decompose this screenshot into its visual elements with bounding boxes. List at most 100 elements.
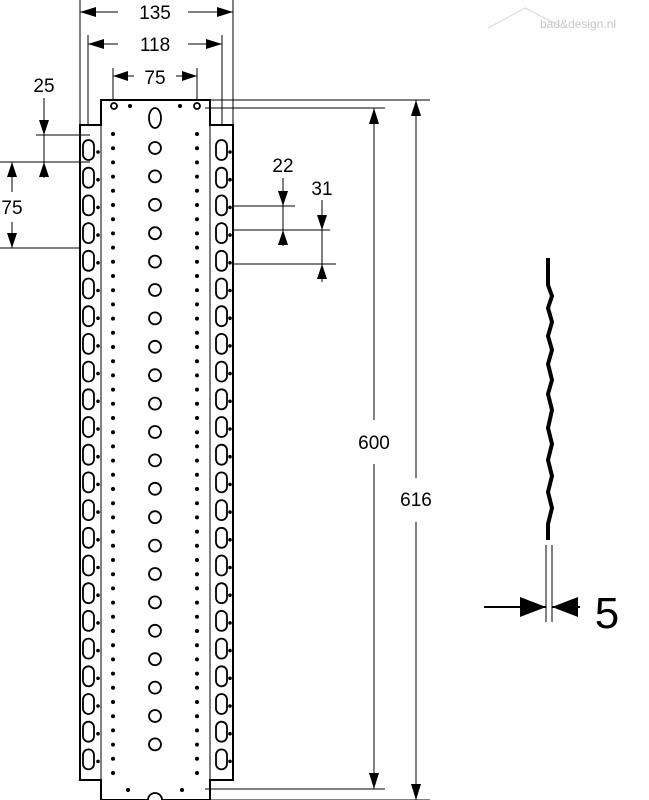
- edge-dot: [228, 759, 232, 764]
- right-slot: [215, 443, 228, 466]
- right-slot: [215, 720, 228, 743]
- center-hole: [148, 538, 162, 553]
- right-slot: [215, 222, 228, 245]
- top-keyhole: [148, 107, 162, 129]
- right-dot: [195, 146, 199, 151]
- center-hole: [148, 680, 162, 695]
- dim-25-label: 25: [33, 76, 54, 97]
- right-dot: [195, 756, 199, 761]
- left-dot: [111, 359, 115, 364]
- right-dot: [195, 742, 199, 747]
- left-dot: [111, 472, 115, 477]
- left-dot: [111, 146, 115, 151]
- left-slot: [82, 526, 95, 549]
- bottom-dot: [180, 788, 184, 792]
- center-hole: [148, 709, 162, 723]
- dim-31-label: 31: [311, 179, 332, 200]
- right-slot: [215, 277, 228, 300]
- left-dot: [111, 572, 115, 577]
- right-dot: [195, 671, 199, 676]
- left-dot: [111, 685, 115, 690]
- edge-dot: [228, 233, 232, 237]
- left-slot: [82, 194, 95, 217]
- edge-dot: [96, 399, 100, 404]
- left-dot: [111, 330, 115, 335]
- right-slot: [215, 582, 228, 605]
- left-dot: [111, 217, 115, 222]
- left-dot: [111, 657, 115, 662]
- left-slot: [82, 471, 95, 494]
- left-dot: [111, 558, 115, 562]
- left-slot: [82, 249, 95, 272]
- right-dot: [195, 728, 199, 733]
- right-dot: [195, 657, 199, 662]
- right-slot: [215, 249, 228, 272]
- edge-dot: [96, 621, 100, 625]
- right-slot: [215, 471, 228, 494]
- center-hole: [148, 510, 162, 525]
- dimension-slot-spacing: 31: [233, 179, 336, 282]
- left-slot: [82, 554, 95, 577]
- right-dot: [195, 614, 199, 619]
- left-slot: [82, 222, 95, 245]
- left-dot: [111, 231, 115, 236]
- center-hole: [148, 453, 162, 468]
- center-hole: [148, 197, 162, 212]
- edge-dot: [228, 538, 232, 542]
- left-dot: [111, 259, 115, 264]
- edge-dot: [228, 205, 232, 210]
- right-dot: [195, 771, 199, 775]
- center-hole: [148, 311, 162, 326]
- watermark-text: bad&design.nl: [540, 17, 616, 31]
- left-slot: [82, 637, 95, 660]
- right-dot: [195, 430, 199, 435]
- left-slot: [82, 582, 95, 605]
- left-dot: [111, 274, 115, 278]
- edge-dot: [228, 565, 232, 570]
- right-dot: [195, 529, 199, 534]
- edge-dot: [228, 177, 232, 182]
- edge-dot: [228, 150, 232, 154]
- edge-dot: [96, 288, 100, 293]
- edge-dot: [228, 399, 232, 404]
- right-slot: [215, 360, 228, 383]
- top-hole-left: [110, 102, 118, 110]
- dimension-tab-width: 75: [112, 68, 198, 100]
- edge-dot: [228, 704, 232, 708]
- left-dot: [111, 430, 115, 435]
- right-dot: [195, 558, 199, 562]
- dim-135-label: 135: [139, 3, 171, 24]
- left-slot: [82, 748, 95, 771]
- right-slot: [215, 388, 228, 411]
- center-hole: [148, 595, 162, 610]
- right-slot: [215, 332, 228, 355]
- left-slot: [82, 720, 95, 743]
- right-dot: [195, 373, 199, 378]
- edge-dot: [96, 150, 100, 154]
- edge-dot: [96, 454, 100, 459]
- rail-front-view: [79, 99, 234, 800]
- left-dot: [111, 444, 115, 449]
- right-slot: [215, 139, 228, 161]
- right-dot: [195, 345, 199, 349]
- left-slot: [82, 416, 95, 438]
- right-dot: [195, 685, 199, 690]
- left-dot: [111, 742, 115, 747]
- left-slot: [82, 610, 95, 632]
- edge-dot: [228, 593, 232, 597]
- dimension-slot-pitch: 22: [233, 156, 330, 246]
- edge-dot: [228, 676, 232, 681]
- left-dot: [111, 600, 115, 605]
- right-dot: [195, 330, 199, 335]
- edge-dot: [228, 454, 232, 459]
- right-dot: [195, 359, 199, 364]
- left-dot: [111, 515, 115, 520]
- right-dot: [195, 714, 199, 719]
- edge-dot: [228, 648, 232, 653]
- left-dot: [111, 771, 115, 775]
- right-slot: [215, 637, 228, 660]
- bottom-dot: [126, 788, 130, 792]
- edge-dot: [96, 482, 100, 487]
- center-hole: [148, 254, 162, 269]
- left-dot: [111, 543, 115, 548]
